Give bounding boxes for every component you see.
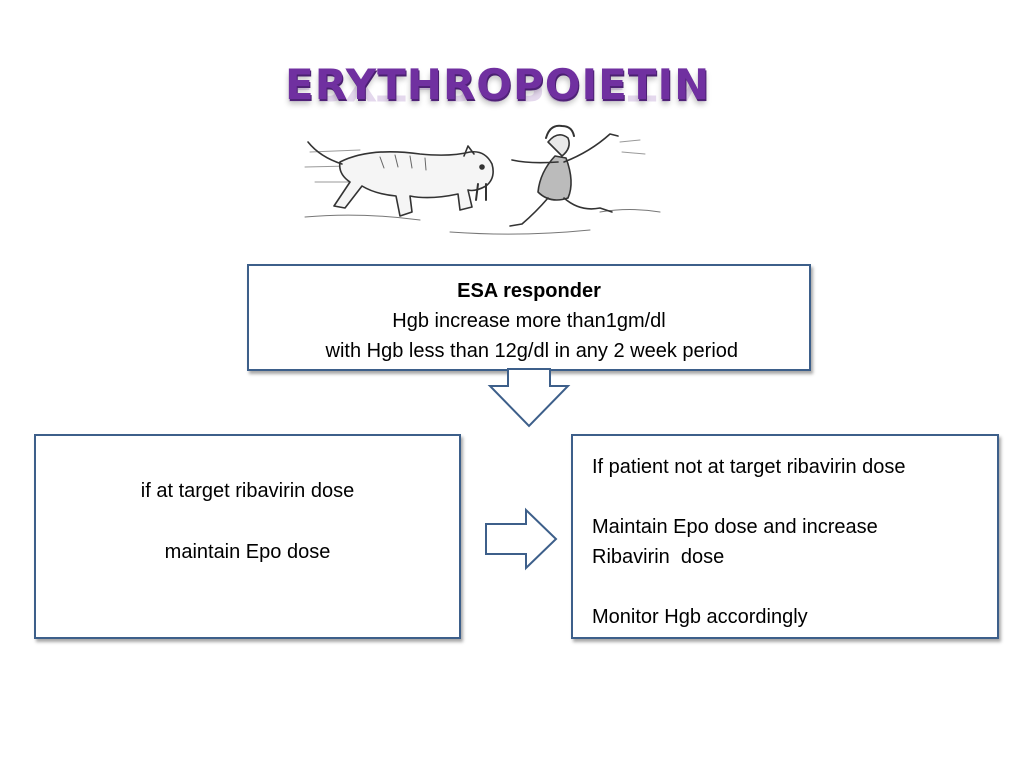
right-arrow-icon — [485, 507, 558, 571]
target-dose-condition: if at target ribavirin dose — [140, 480, 355, 502]
not-at-target-box: If patient not at target ribavirin dose … — [571, 434, 999, 639]
slide-title-reflection: ERYTHROPOIETIN — [285, 84, 710, 106]
ribavirin-dose-text: Ribavirin dose — [592, 546, 725, 568]
maintain-epo-text: maintain Epo dose — [164, 541, 331, 563]
slide-title: ERYTHROPOIETIN — [285, 60, 711, 109]
down-arrow-icon — [487, 368, 571, 428]
not-at-target-condition: If patient not at target ribavirin dose — [592, 456, 906, 478]
esa-responder-box: ESA responder Hgb increase more than1gm/… — [247, 264, 811, 371]
hgb-increase-text: Hgb increase more than1gm/dl — [392, 310, 666, 332]
caveman-chased-by-sabertooth-illustration — [304, 124, 661, 235]
target-dose-box: if at target ribavirin dose maintain Epo… — [34, 434, 461, 639]
monitor-hgb-text: Monitor Hgb accordingly — [592, 606, 808, 628]
esa-responder-heading: ESA responder — [457, 280, 601, 302]
maintain-increase-text: Maintain Epo dose and increase — [592, 516, 878, 538]
hgb-condition-text: with Hgb less than 12g/dl in any 2 week … — [319, 340, 739, 362]
